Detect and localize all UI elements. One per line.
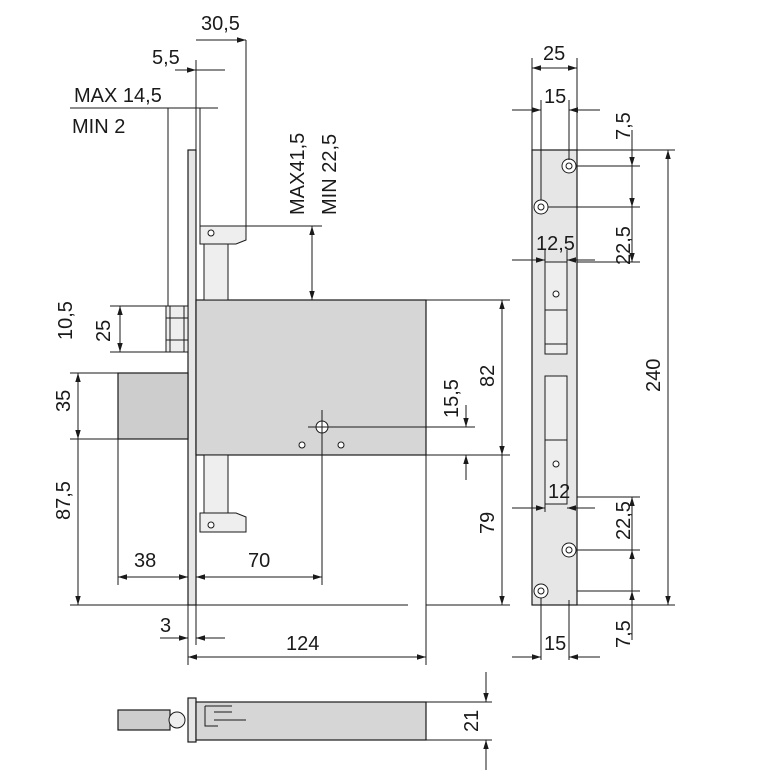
dim-21: 21	[461, 710, 483, 732]
dim-22-5-bottom: 22,5	[613, 501, 635, 540]
dim-25-left: 25	[93, 320, 115, 342]
top-bolt	[117, 709, 171, 731]
dim-min-2: MIN 2	[72, 116, 125, 138]
dim-30-5: 30,5	[201, 13, 240, 35]
upper-rod	[203, 243, 229, 301]
dim-22-5-top: 22,5	[613, 226, 635, 265]
top-forend	[187, 697, 197, 743]
dim-82: 82	[477, 365, 499, 387]
dim-15-bottom: 15	[544, 633, 566, 655]
lower-rod	[203, 454, 229, 514]
dim-7-5-bottom: 7,5	[613, 620, 635, 648]
top-case	[195, 701, 427, 741]
dim-12-5: 12,5	[536, 233, 575, 255]
dim-124: 124	[286, 633, 319, 655]
dim-15-top: 15	[544, 86, 566, 108]
dim-10-5: 10,5	[55, 301, 77, 340]
dim-38: 38	[134, 550, 156, 572]
top-view: 21	[117, 672, 492, 770]
lock-case	[195, 299, 427, 456]
dim-87-5: 87,5	[53, 481, 75, 520]
strike-plate-view: 25 15 7,5 22,5 12,5 240 12 22,5 15 7,5	[512, 43, 675, 660]
lower-hook	[199, 512, 247, 533]
forend-plate	[187, 149, 197, 606]
latch	[165, 305, 189, 353]
dim-min-22-5: MIN 22,5	[319, 134, 341, 215]
dim-7-5-top: 7,5	[613, 112, 635, 140]
dim-79: 79	[477, 512, 499, 534]
dim-12: 12	[548, 481, 570, 503]
dim-5-5: 5,5	[152, 47, 180, 69]
upper-hook	[199, 225, 247, 245]
dim-3: 3	[160, 615, 171, 637]
dim-25-top: 25	[543, 43, 565, 65]
deadbolt	[117, 372, 189, 440]
dim-max-41-5: MAX41,5	[287, 133, 309, 215]
dim-15-5: 15,5	[441, 379, 463, 418]
dim-70: 70	[248, 550, 270, 572]
keyhole	[298, 410, 345, 449]
dim-max-14-5: MAX 14,5	[74, 85, 162, 107]
dim-240: 240	[643, 359, 665, 392]
dim-35: 35	[53, 390, 75, 412]
front-view: 30,5 5,5 MAX 14,5 MIN 2 MAX41,5 MIN 22,5…	[53, 13, 510, 665]
